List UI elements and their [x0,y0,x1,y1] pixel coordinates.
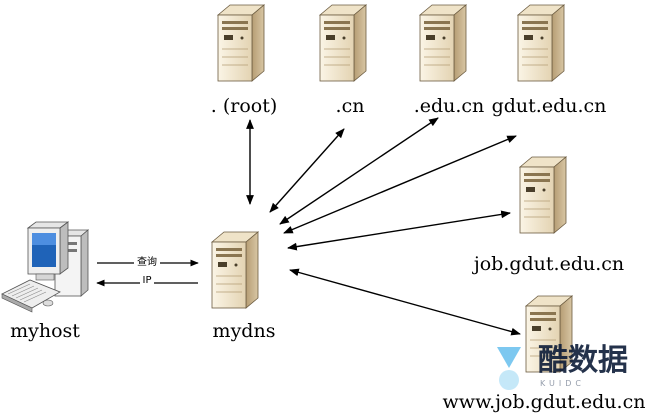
server-icon [419,4,467,82]
edge-job-mydns [287,210,511,251]
node-label-www: www.job.gdut.edu.cn [443,391,646,413]
computer-icon [1,221,90,313]
server-icon [517,4,565,82]
node-label-gdut: gdut.edu.cn [492,95,607,117]
node-label-cn: .cn [336,95,365,117]
edge-gdut-mydns [283,135,517,234]
query-label: 查询 [137,255,157,268]
watermark-logo: 酷数据 KUIDC [497,343,628,390]
server-icon [211,231,259,309]
node-label-edu-cn: .edu.cn [414,95,485,117]
ip-label: IP [143,275,152,286]
server-icon [319,4,367,82]
edge-edu-cn-mydns [279,117,439,225]
edge-cn-mydns [269,128,345,213]
watermark-sub: KUIDC [540,379,585,388]
node-label-myhost: myhost [10,320,80,342]
watermark-text: 酷数据 [538,343,628,378]
server-icon [217,4,265,82]
server-icon [519,156,567,234]
node-label-root: . (root) [211,95,278,117]
edge-www-mydns [289,268,521,336]
node-label-mydns: mydns [213,320,276,342]
node-label-job: job.gdut.edu.cn [472,253,624,275]
